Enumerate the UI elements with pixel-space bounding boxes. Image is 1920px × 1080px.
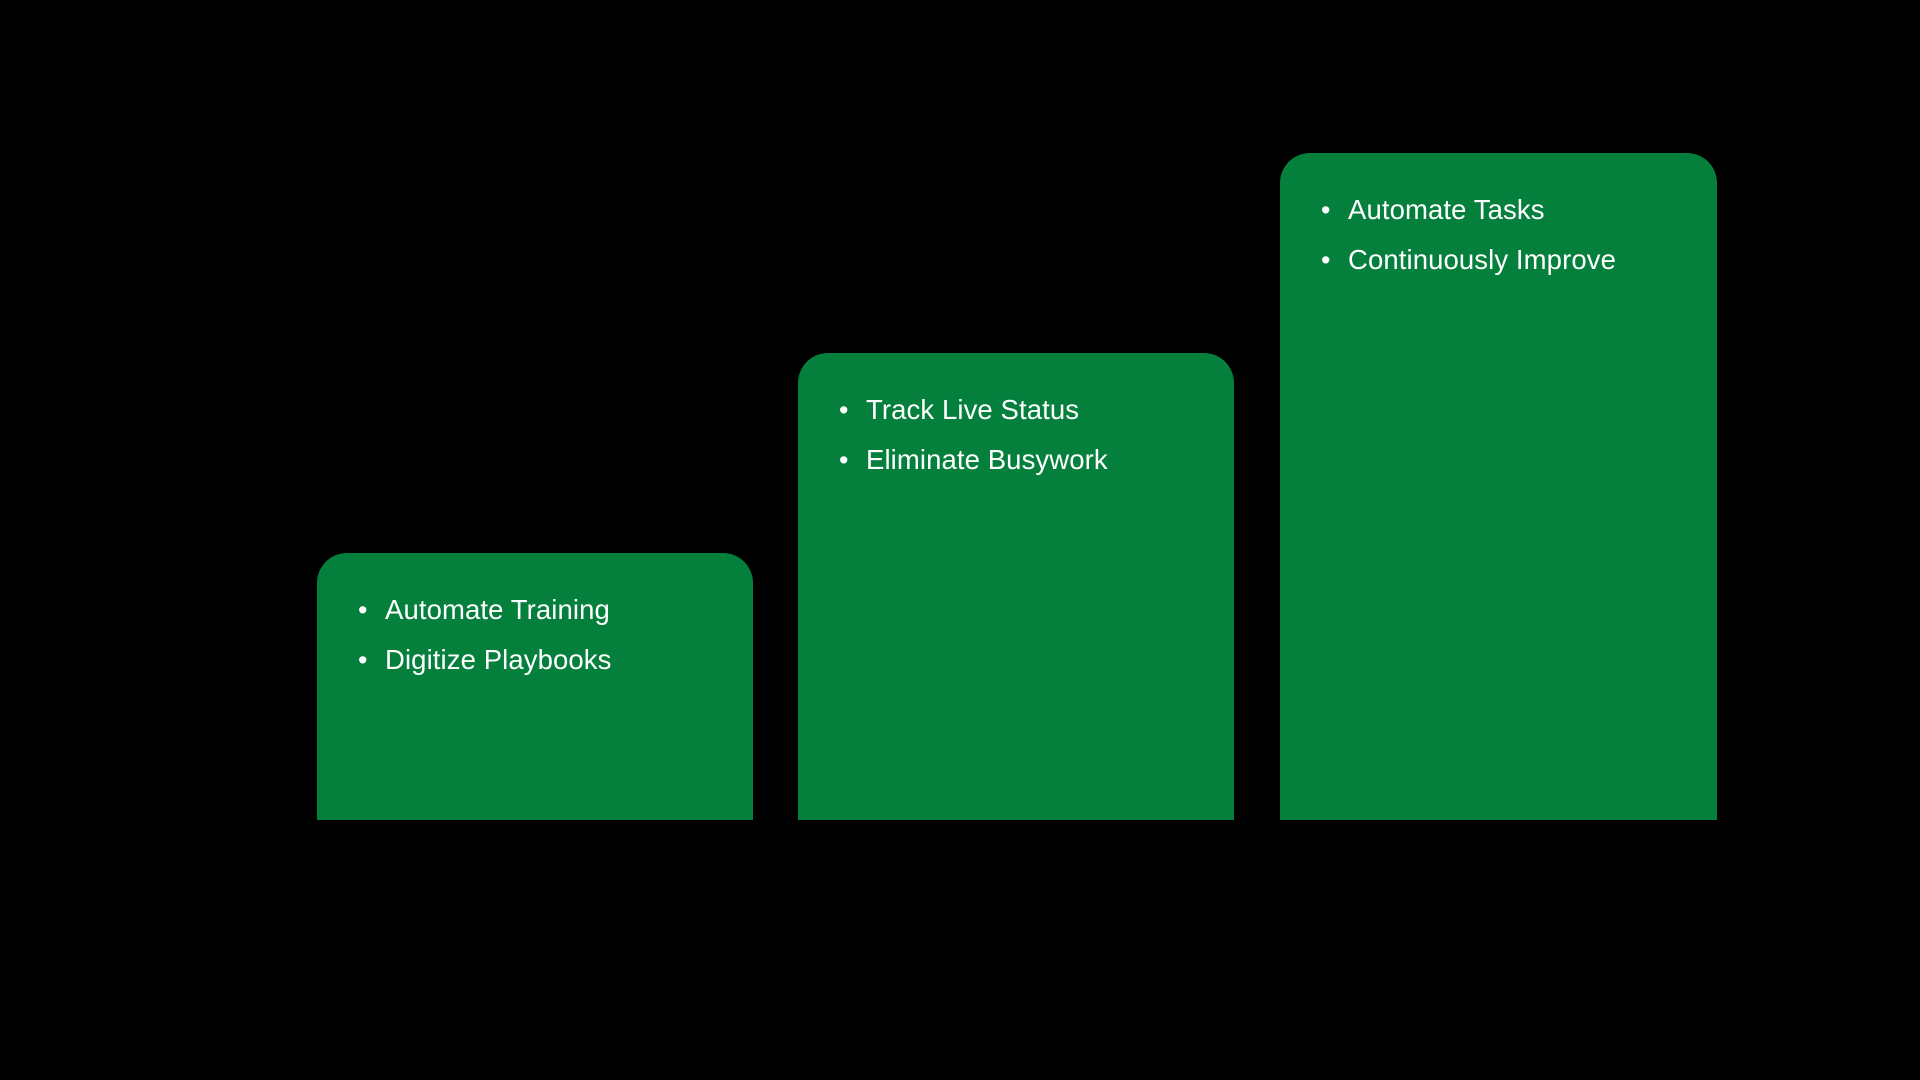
bullet-label: Digitize Playbooks — [385, 644, 612, 675]
list-item: • Automate Training — [317, 591, 753, 641]
bar-column-3[interactable]: • Automate Tasks • Continuously Improve — [1280, 153, 1717, 820]
bullet-label: Eliminate Busywork — [866, 444, 1108, 475]
bar-column-1[interactable]: • Automate Training • Digitize Playbooks — [317, 553, 753, 820]
bar-2-content: • Track Live Status • Eliminate Busywork — [798, 353, 1234, 491]
bullet-label: Automate Tasks — [1348, 194, 1545, 225]
bar-column-2[interactable]: • Track Live Status • Eliminate Busywork — [798, 353, 1234, 820]
bullet-label: Track Live Status — [866, 394, 1080, 425]
list-item: • Digitize Playbooks — [317, 641, 753, 691]
bullet-icon: • — [839, 395, 849, 425]
list-item: • Track Live Status — [798, 391, 1234, 441]
bullet-label: Continuously Improve — [1348, 244, 1616, 275]
list-item: • Automate Tasks — [1280, 191, 1717, 241]
bullet-icon: • — [1321, 245, 1331, 275]
bullet-icon: • — [839, 445, 849, 475]
bar-3-content: • Automate Tasks • Continuously Improve — [1280, 153, 1717, 291]
bullet-icon: • — [1321, 195, 1331, 225]
bullet-icon: • — [358, 645, 368, 675]
list-item: • Eliminate Busywork — [798, 441, 1234, 491]
bullet-icon: • — [358, 595, 368, 625]
bullet-label: Automate Training — [385, 594, 610, 625]
bar-1-content: • Automate Training • Digitize Playbooks — [317, 553, 753, 691]
list-item: • Continuously Improve — [1280, 241, 1717, 291]
